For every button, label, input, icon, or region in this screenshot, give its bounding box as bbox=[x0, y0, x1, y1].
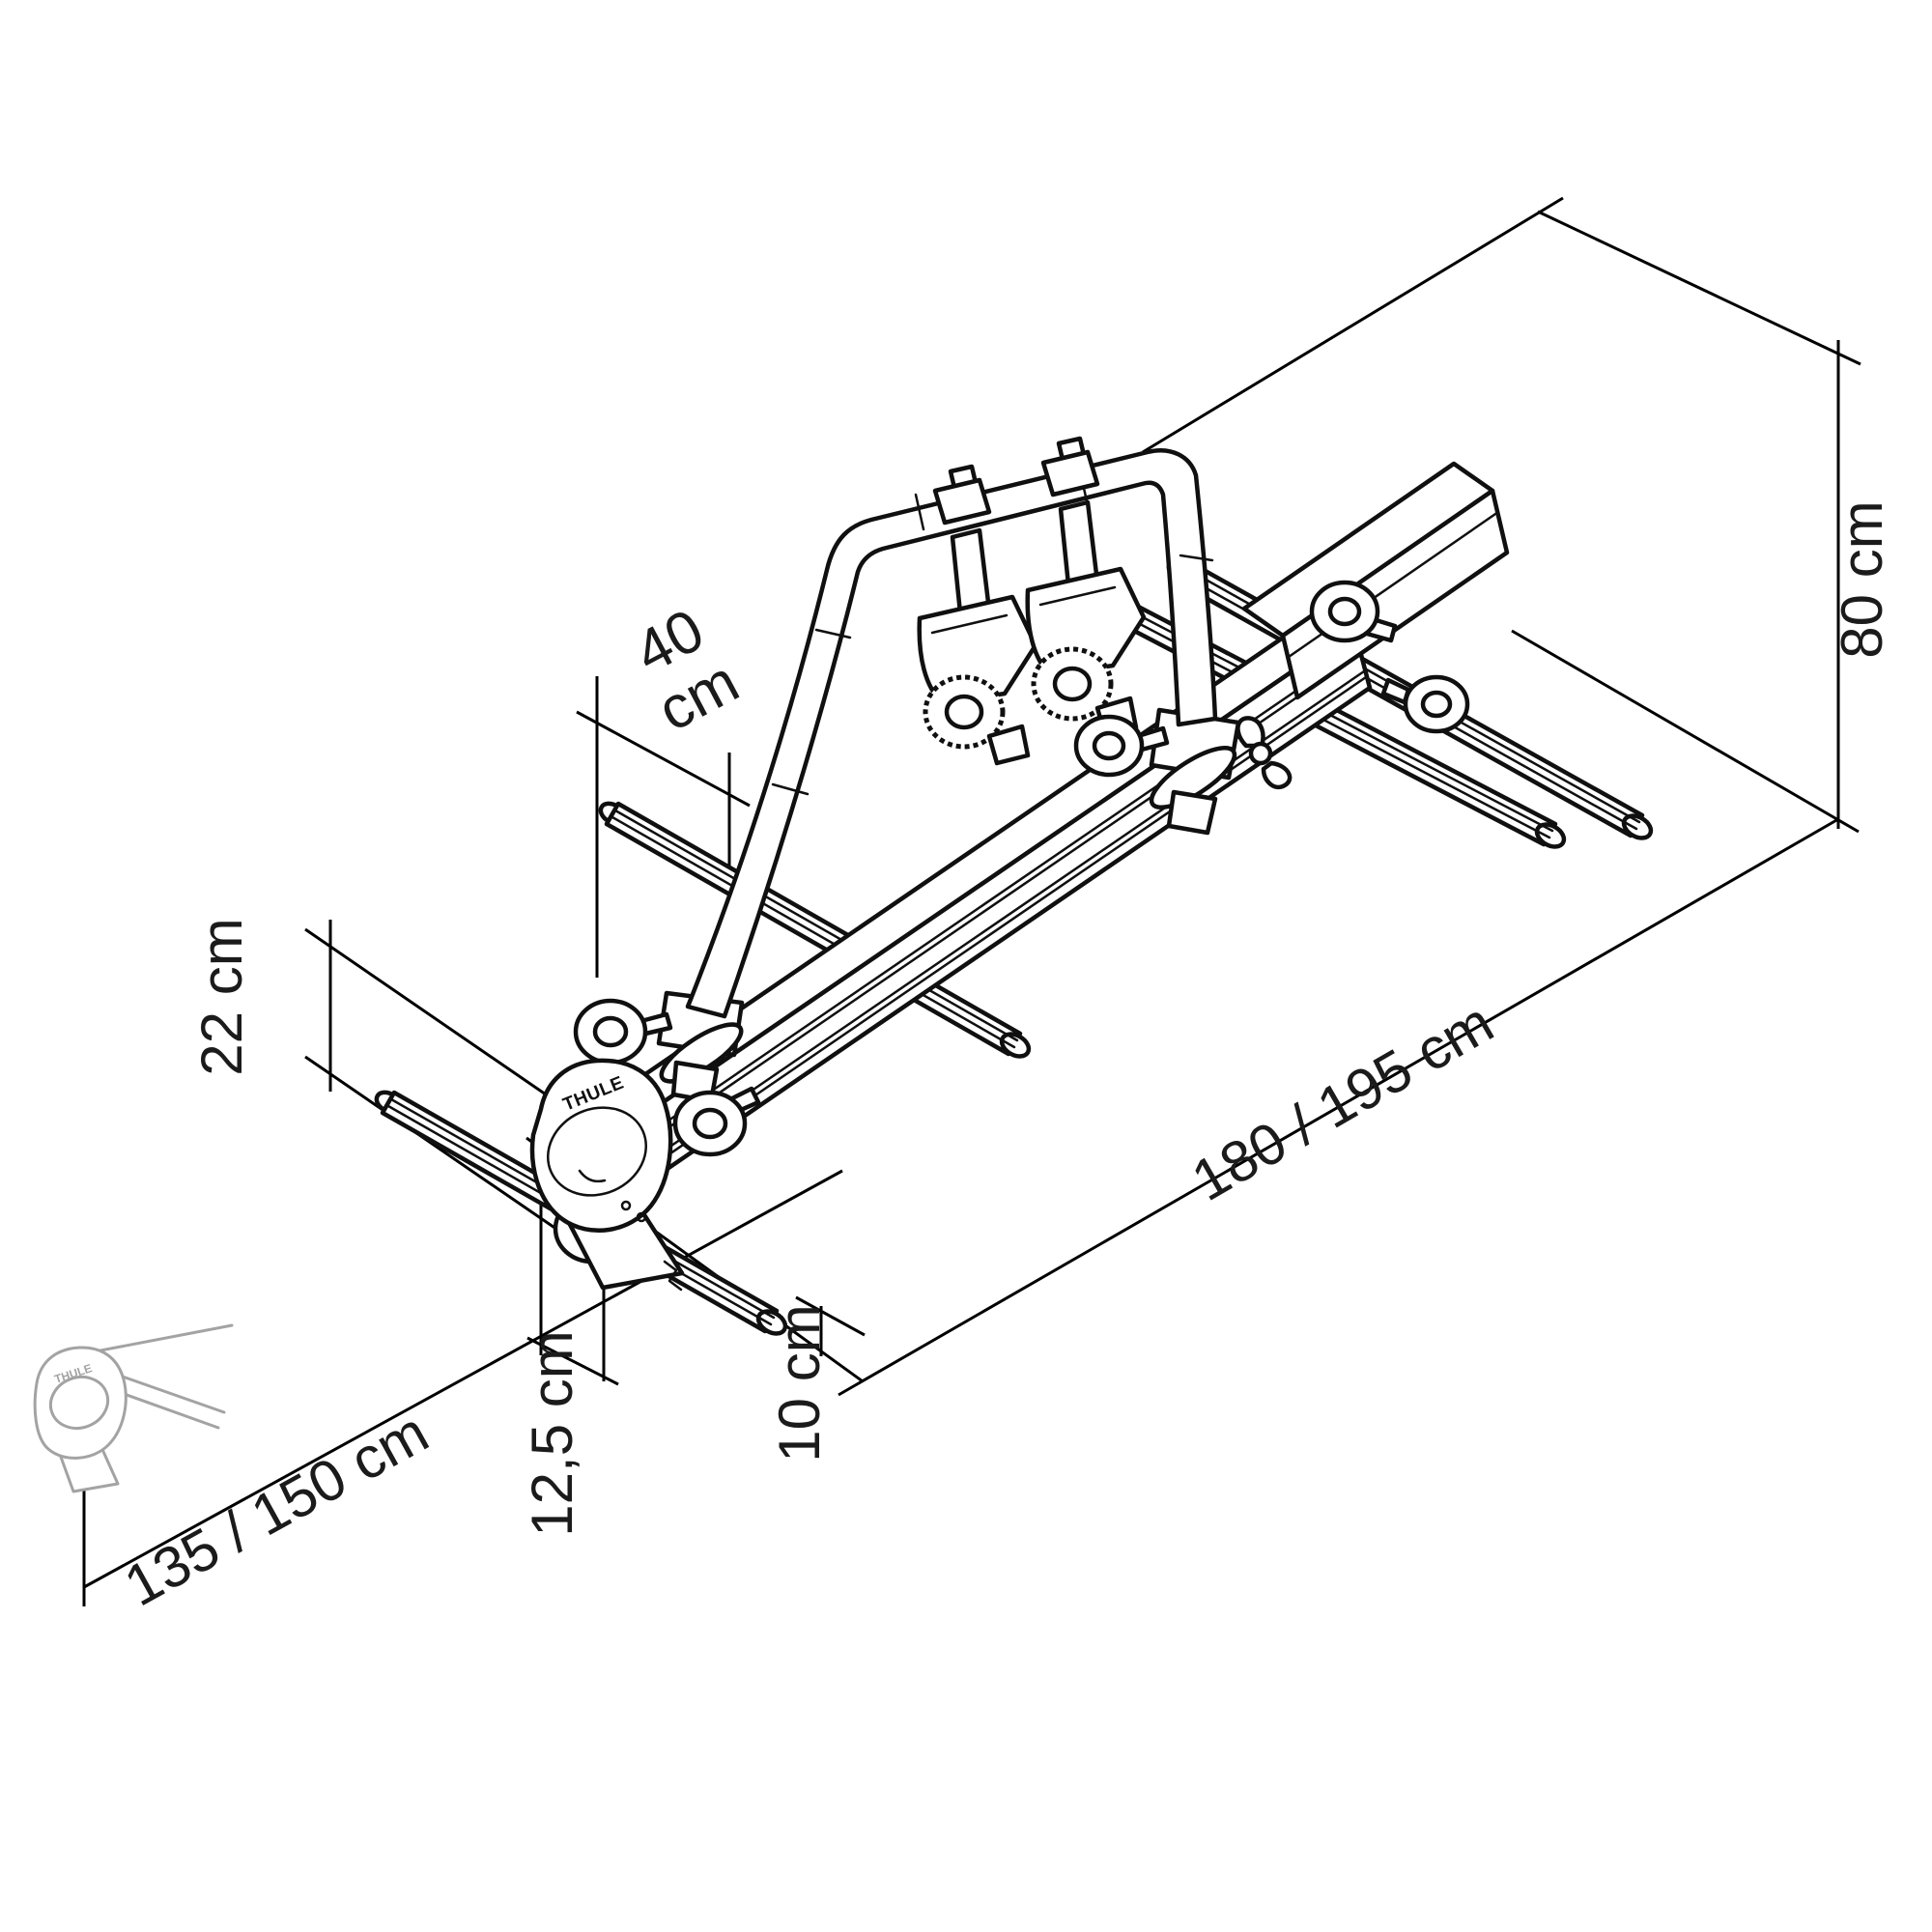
holder-rivet bbox=[620, 1200, 632, 1211]
bar-front-cap bbox=[1621, 813, 1654, 840]
clamp-jaw bbox=[986, 724, 1031, 766]
rail-grooves bbox=[593, 646, 1368, 1202]
wheel-clamp-left bbox=[917, 464, 1038, 766]
ghost-housing bbox=[33, 1346, 128, 1460]
label-12-5cm: 12,5 cm bbox=[520, 1330, 584, 1536]
wing-lobe bbox=[1236, 716, 1265, 749]
holder-rivet bbox=[636, 1211, 647, 1223]
dim-line bbox=[526, 1336, 619, 1386]
holder-arrow bbox=[578, 1169, 607, 1183]
label-10cm: 10 cm bbox=[767, 1304, 832, 1462]
label-135-150cm: 135 / 150 cm bbox=[114, 1400, 439, 1619]
clamp-disc-hub bbox=[944, 694, 984, 730]
knobs bbox=[553, 580, 1470, 1264]
clamp-housing-line bbox=[930, 613, 1009, 635]
holder-dial bbox=[546, 1106, 648, 1197]
wing-hub bbox=[1248, 741, 1273, 766]
bar-front-cap bbox=[1534, 822, 1567, 849]
ghost-bar-lines bbox=[99, 1323, 234, 1430]
bar-front-cap bbox=[999, 1032, 1032, 1059]
ghost-dial bbox=[48, 1376, 110, 1430]
arch-foot-right-clamp bbox=[1166, 789, 1218, 836]
box-front-bottom-edge bbox=[838, 817, 1839, 1397]
dim-line bbox=[576, 710, 751, 808]
knob-hub bbox=[1092, 730, 1126, 761]
bar-channel bbox=[611, 809, 1019, 1049]
clamp-housing bbox=[917, 594, 1038, 706]
knob-hub bbox=[592, 1015, 629, 1048]
reference-box bbox=[526, 196, 1861, 1397]
clamp-saddle bbox=[932, 477, 992, 526]
label-40cm: 40 cm bbox=[624, 597, 749, 745]
wheel-holder: THULE bbox=[529, 1058, 685, 1292]
dimension-10cm bbox=[795, 1295, 866, 1356]
arch-tube bbox=[685, 448, 1218, 1019]
box-top-right-edge bbox=[1537, 210, 1861, 366]
wing-nut bbox=[1236, 716, 1293, 790]
holder-ratchet bbox=[663, 1260, 683, 1292]
knob-hub bbox=[1327, 596, 1362, 627]
box-top-left-edge bbox=[1142, 196, 1564, 454]
label-180-195cm: 180 / 195 cm bbox=[1181, 990, 1504, 1213]
box-back-bottom-edge bbox=[1511, 629, 1860, 834]
rail-end-box bbox=[1241, 461, 1510, 700]
bar-front-cap bbox=[755, 1309, 788, 1336]
label-80cm: 80 cm bbox=[1830, 500, 1894, 658]
knob-hub bbox=[1420, 690, 1453, 719]
label-22cm: 22 cm bbox=[189, 918, 254, 1075]
dim-line bbox=[83, 1169, 843, 1589]
ghost-thumbnail: THULE bbox=[33, 1323, 234, 1493]
ext-line bbox=[795, 1295, 866, 1337]
end-box-front-face bbox=[1280, 488, 1510, 700]
knob-hub bbox=[692, 1107, 728, 1140]
ext-line bbox=[304, 1055, 564, 1236]
bike-carrier-drawing: THULE bbox=[374, 439, 1654, 1336]
wing-lobe bbox=[1261, 760, 1293, 790]
